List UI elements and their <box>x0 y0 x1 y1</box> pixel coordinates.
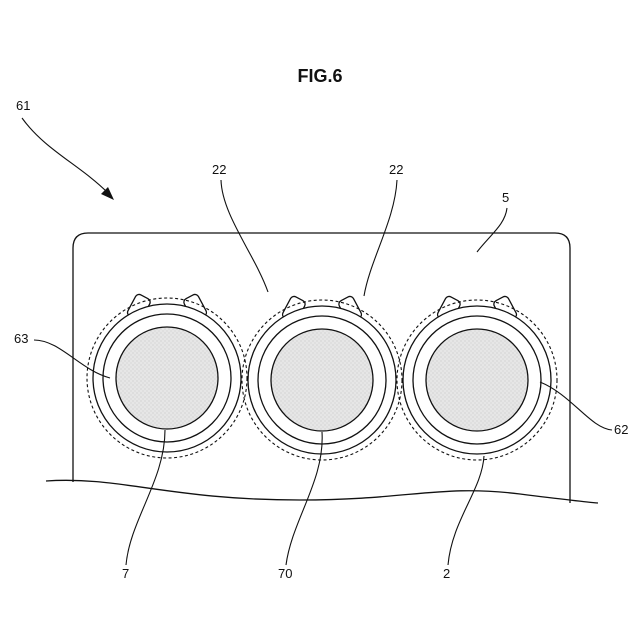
label-61: 61 <box>16 98 30 113</box>
core-left <box>116 327 218 429</box>
break-line <box>46 480 598 503</box>
label-2: 2 <box>443 566 450 581</box>
leader-2 <box>448 456 484 565</box>
leader-5 <box>477 208 507 252</box>
label-7: 7 <box>122 566 129 581</box>
leader-22-left <box>221 180 268 292</box>
label-22-left: 22 <box>212 162 226 177</box>
arrow-61-leader <box>22 118 108 193</box>
label-70: 70 <box>278 566 292 581</box>
core-right <box>426 329 528 431</box>
label-22-right: 22 <box>389 162 403 177</box>
label-62: 62 <box>614 422 628 437</box>
figure-title: FIG.6 <box>297 66 342 86</box>
label-63: 63 <box>14 331 28 346</box>
core-center <box>271 329 373 431</box>
leader-22-right <box>364 180 397 296</box>
label-5: 5 <box>502 190 509 205</box>
